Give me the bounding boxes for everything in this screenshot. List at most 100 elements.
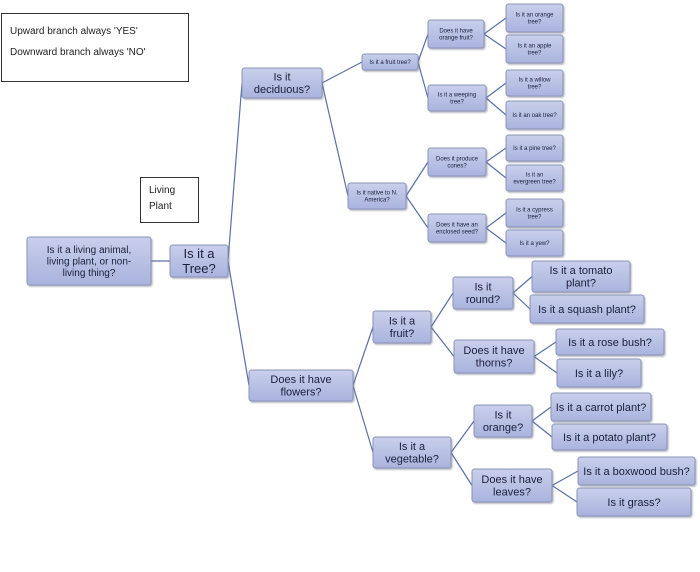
edge-native-na-to-cones [405, 161, 429, 197]
node-box [505, 100, 564, 130]
node-box [531, 260, 631, 293]
node-label-line: Is it an [526, 173, 544, 179]
node-root: Is it a living animal,living plant, or n… [26, 236, 152, 286]
node-label-line: Is it a lily? [575, 368, 623, 380]
node-label-line: Is it a yew? [519, 241, 550, 247]
node-label-line: Is it a [389, 316, 416, 328]
node-label-line: Does it have [463, 345, 524, 357]
edge-enclosed-seed-to-yew [485, 227, 507, 244]
edge-round-to-tomato [512, 276, 533, 294]
node-rose: Is it a rose bush? [555, 328, 665, 356]
node-label-line: leaves? [493, 487, 531, 499]
edge-leaves-to-boxwood [551, 470, 579, 487]
living-plant-label-line2: Plant [149, 201, 172, 212]
edge-flowers-to-is-fruit [352, 326, 374, 386]
edge-cones-to-pine-tree [485, 147, 507, 163]
edge-round-to-squash [512, 292, 531, 310]
node-box [505, 198, 564, 228]
node-box [361, 53, 419, 71]
tree-nodes: Is it a living animal,living plant, or n… [26, 3, 696, 517]
node-label-line: tree? [528, 85, 542, 91]
node-box [529, 294, 645, 324]
node-fruit-tree: Is it a fruit tree? [361, 53, 419, 71]
node-label-line: Does it have an [436, 223, 478, 229]
living-plant-label-line1: Living [149, 185, 176, 196]
node-label-line: orange fruit? [439, 36, 473, 42]
edge-flowers-to-is-vegetable [352, 385, 374, 453]
node-box [550, 392, 652, 422]
edge-cones-to-evergreen-tree [485, 161, 507, 179]
node-carrot: Is it a carrot plant? [550, 392, 652, 422]
edge-is-vegetable-to-orange-veg [450, 420, 475, 453]
node-native-na: Is it native to N.America? [347, 182, 407, 210]
node-label-line: Is it a living animal, [47, 245, 131, 256]
node-label-line: flowers? [281, 387, 322, 399]
node-oak-tree: Is it an oak tree? [505, 100, 564, 130]
node-label-line: Is it a fruit tree? [369, 60, 411, 66]
edge-deciduous-to-fruit-tree [321, 61, 363, 84]
node-label-line: vegetable? [385, 454, 439, 466]
node-box [551, 423, 668, 451]
node-box [372, 310, 432, 344]
node-label-line: Is it native to N. [356, 191, 398, 197]
legend-box: Upward branch always 'YES' Downward bran… [1, 13, 189, 82]
node-label-line: tree? [528, 215, 542, 221]
node-label-line: tree? [528, 20, 542, 26]
node-box [452, 276, 514, 310]
node-box [427, 147, 487, 177]
node-label-line: fruit? [390, 328, 414, 340]
edge-thorns-to-lily [533, 356, 558, 374]
node-label-line: America? [364, 198, 390, 204]
edge-enclosed-seed-to-cypress-tree [485, 212, 507, 229]
edge-orange-veg-to-carrot [531, 406, 552, 422]
node-boxwood: Is it a boxwood bush? [577, 456, 696, 486]
edge-tree-to-flowers [227, 260, 250, 386]
node-label-line: Does it have [481, 474, 542, 486]
edge-leaves-to-grass [551, 484, 578, 503]
node-label-line: Tree? [182, 261, 215, 276]
edge-weeping-to-willow-tree [485, 82, 507, 99]
legend-yes-text: Upward branch always 'YES' [10, 26, 138, 37]
node-label-line: Does it produce [436, 157, 479, 163]
node-label-line: round? [466, 294, 500, 306]
edge-orange-veg-to-potato [531, 420, 553, 438]
node-label-line: Is it a tomato [550, 265, 613, 277]
node-lily: Is it a lily? [556, 358, 642, 388]
node-label-line: plant? [566, 278, 596, 290]
node-yew: Is it a yew? [505, 229, 564, 257]
node-box [505, 3, 564, 33]
node-box [248, 369, 354, 402]
node-label-line: Is it a carrot plant? [556, 402, 647, 414]
node-squash: Is it a squash plant? [529, 294, 645, 324]
edge-deciduous-to-native-na [321, 82, 349, 197]
node-label-line: Is it a boxwood bush? [583, 466, 689, 478]
node-label-line: Is it a potato plant? [563, 432, 656, 444]
node-label-line: living thing? [63, 268, 116, 279]
edge-fruit-tree-to-weeping [417, 61, 429, 99]
node-label-line: tree? [450, 100, 464, 106]
node-label-line: Is it a willow [518, 78, 551, 84]
node-label-line: evergreen tree? [513, 180, 556, 186]
node-label-line: Is it a [399, 441, 426, 453]
legend-no-text: Downward branch always 'NO' [10, 47, 146, 58]
tree-edges [151, 17, 579, 503]
node-box [26, 236, 152, 286]
node-potato: Is it a potato plant? [551, 423, 668, 451]
node-label-line: Is it a [183, 246, 215, 261]
